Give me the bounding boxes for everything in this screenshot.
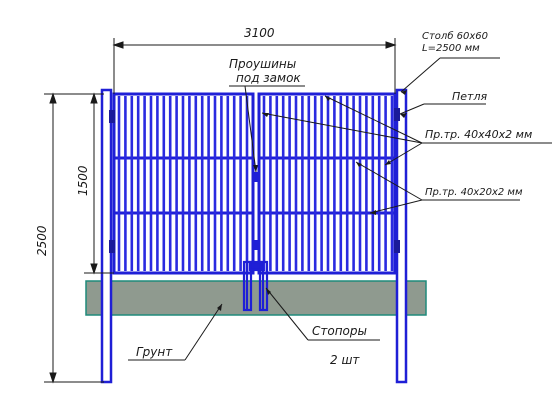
stoppers-label: Стопоры — [312, 324, 367, 338]
leader-lines — [128, 57, 552, 361]
post-label-line2: L=2500 мм — [422, 43, 480, 54]
stoppers — [242, 260, 269, 312]
stoppers-qty-label: 2 шт — [330, 353, 360, 367]
post-label-line1: Столб 60х60 — [422, 30, 488, 42]
ground-strip — [85, 280, 427, 316]
hinge-icon — [109, 240, 115, 253]
lugs-label-line1: Проушины — [229, 57, 296, 71]
height-gate-label: 1500 — [76, 165, 90, 196]
hinge-icon — [394, 240, 400, 253]
hinge-icon — [394, 108, 400, 121]
leader-arrowheads — [217, 90, 407, 311]
hinge-icon — [109, 110, 115, 123]
pipe-40x40-label: Пр.тр. 40х40х2 мм — [425, 128, 532, 141]
left-post — [100, 88, 113, 384]
dimension-height-total — [44, 92, 104, 384]
lugs-label-line2: под замок — [236, 71, 301, 85]
width-dimension-label: 3100 — [244, 26, 275, 40]
pipe-40x20-label: Пр.тр. 40х20х2 мм — [425, 187, 523, 198]
lock-lugs — [253, 172, 259, 250]
dimension-width — [112, 38, 397, 94]
hinges — [109, 108, 400, 253]
height-total-label: 2500 — [35, 225, 49, 256]
hinge-label: Петля — [452, 90, 487, 103]
right-post — [395, 88, 408, 384]
dimension-height-gate — [84, 92, 114, 275]
ground-label: Грунт — [136, 345, 173, 359]
